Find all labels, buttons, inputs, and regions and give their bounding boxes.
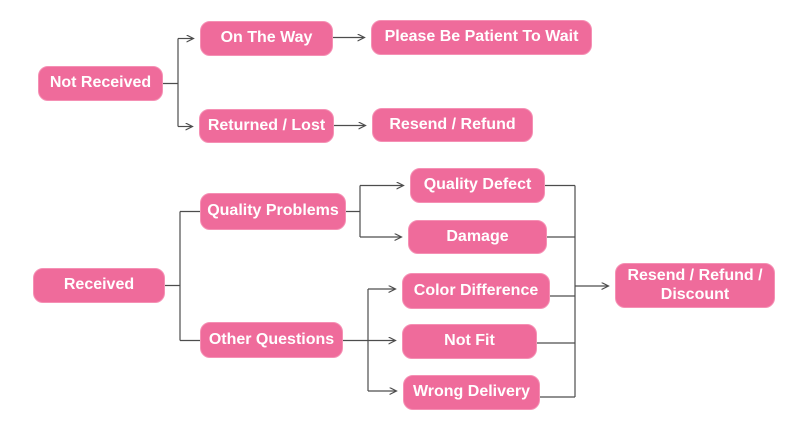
node-color-difference: Color Difference xyxy=(402,273,550,309)
edge-other-questions-branch xyxy=(343,289,369,391)
node-wrong-delivery: Wrong Delivery xyxy=(403,375,540,410)
node-not-received: Not Received xyxy=(38,66,163,101)
node-quality-defect: Quality Defect xyxy=(410,168,545,203)
edge-not-received-branch xyxy=(163,38,179,127)
node-returned-lost: Returned / Lost xyxy=(199,109,334,143)
node-resend-refund-discount: Resend / Refund / Discount xyxy=(615,263,775,308)
node-resend-refund: Resend / Refund xyxy=(372,108,533,142)
node-quality-problems: Quality Problems xyxy=(200,193,346,230)
node-please-be-patient: Please Be Patient To Wait xyxy=(371,20,592,55)
edge-received-branch xyxy=(165,211,181,341)
node-received: Received xyxy=(33,268,165,303)
node-other-questions: Other Questions xyxy=(200,322,343,358)
node-on-the-way: On The Way xyxy=(200,21,333,56)
edge-quality-problems-branch xyxy=(346,185,361,237)
node-not-fit: Not Fit xyxy=(402,324,537,359)
node-damage: Damage xyxy=(408,220,547,254)
